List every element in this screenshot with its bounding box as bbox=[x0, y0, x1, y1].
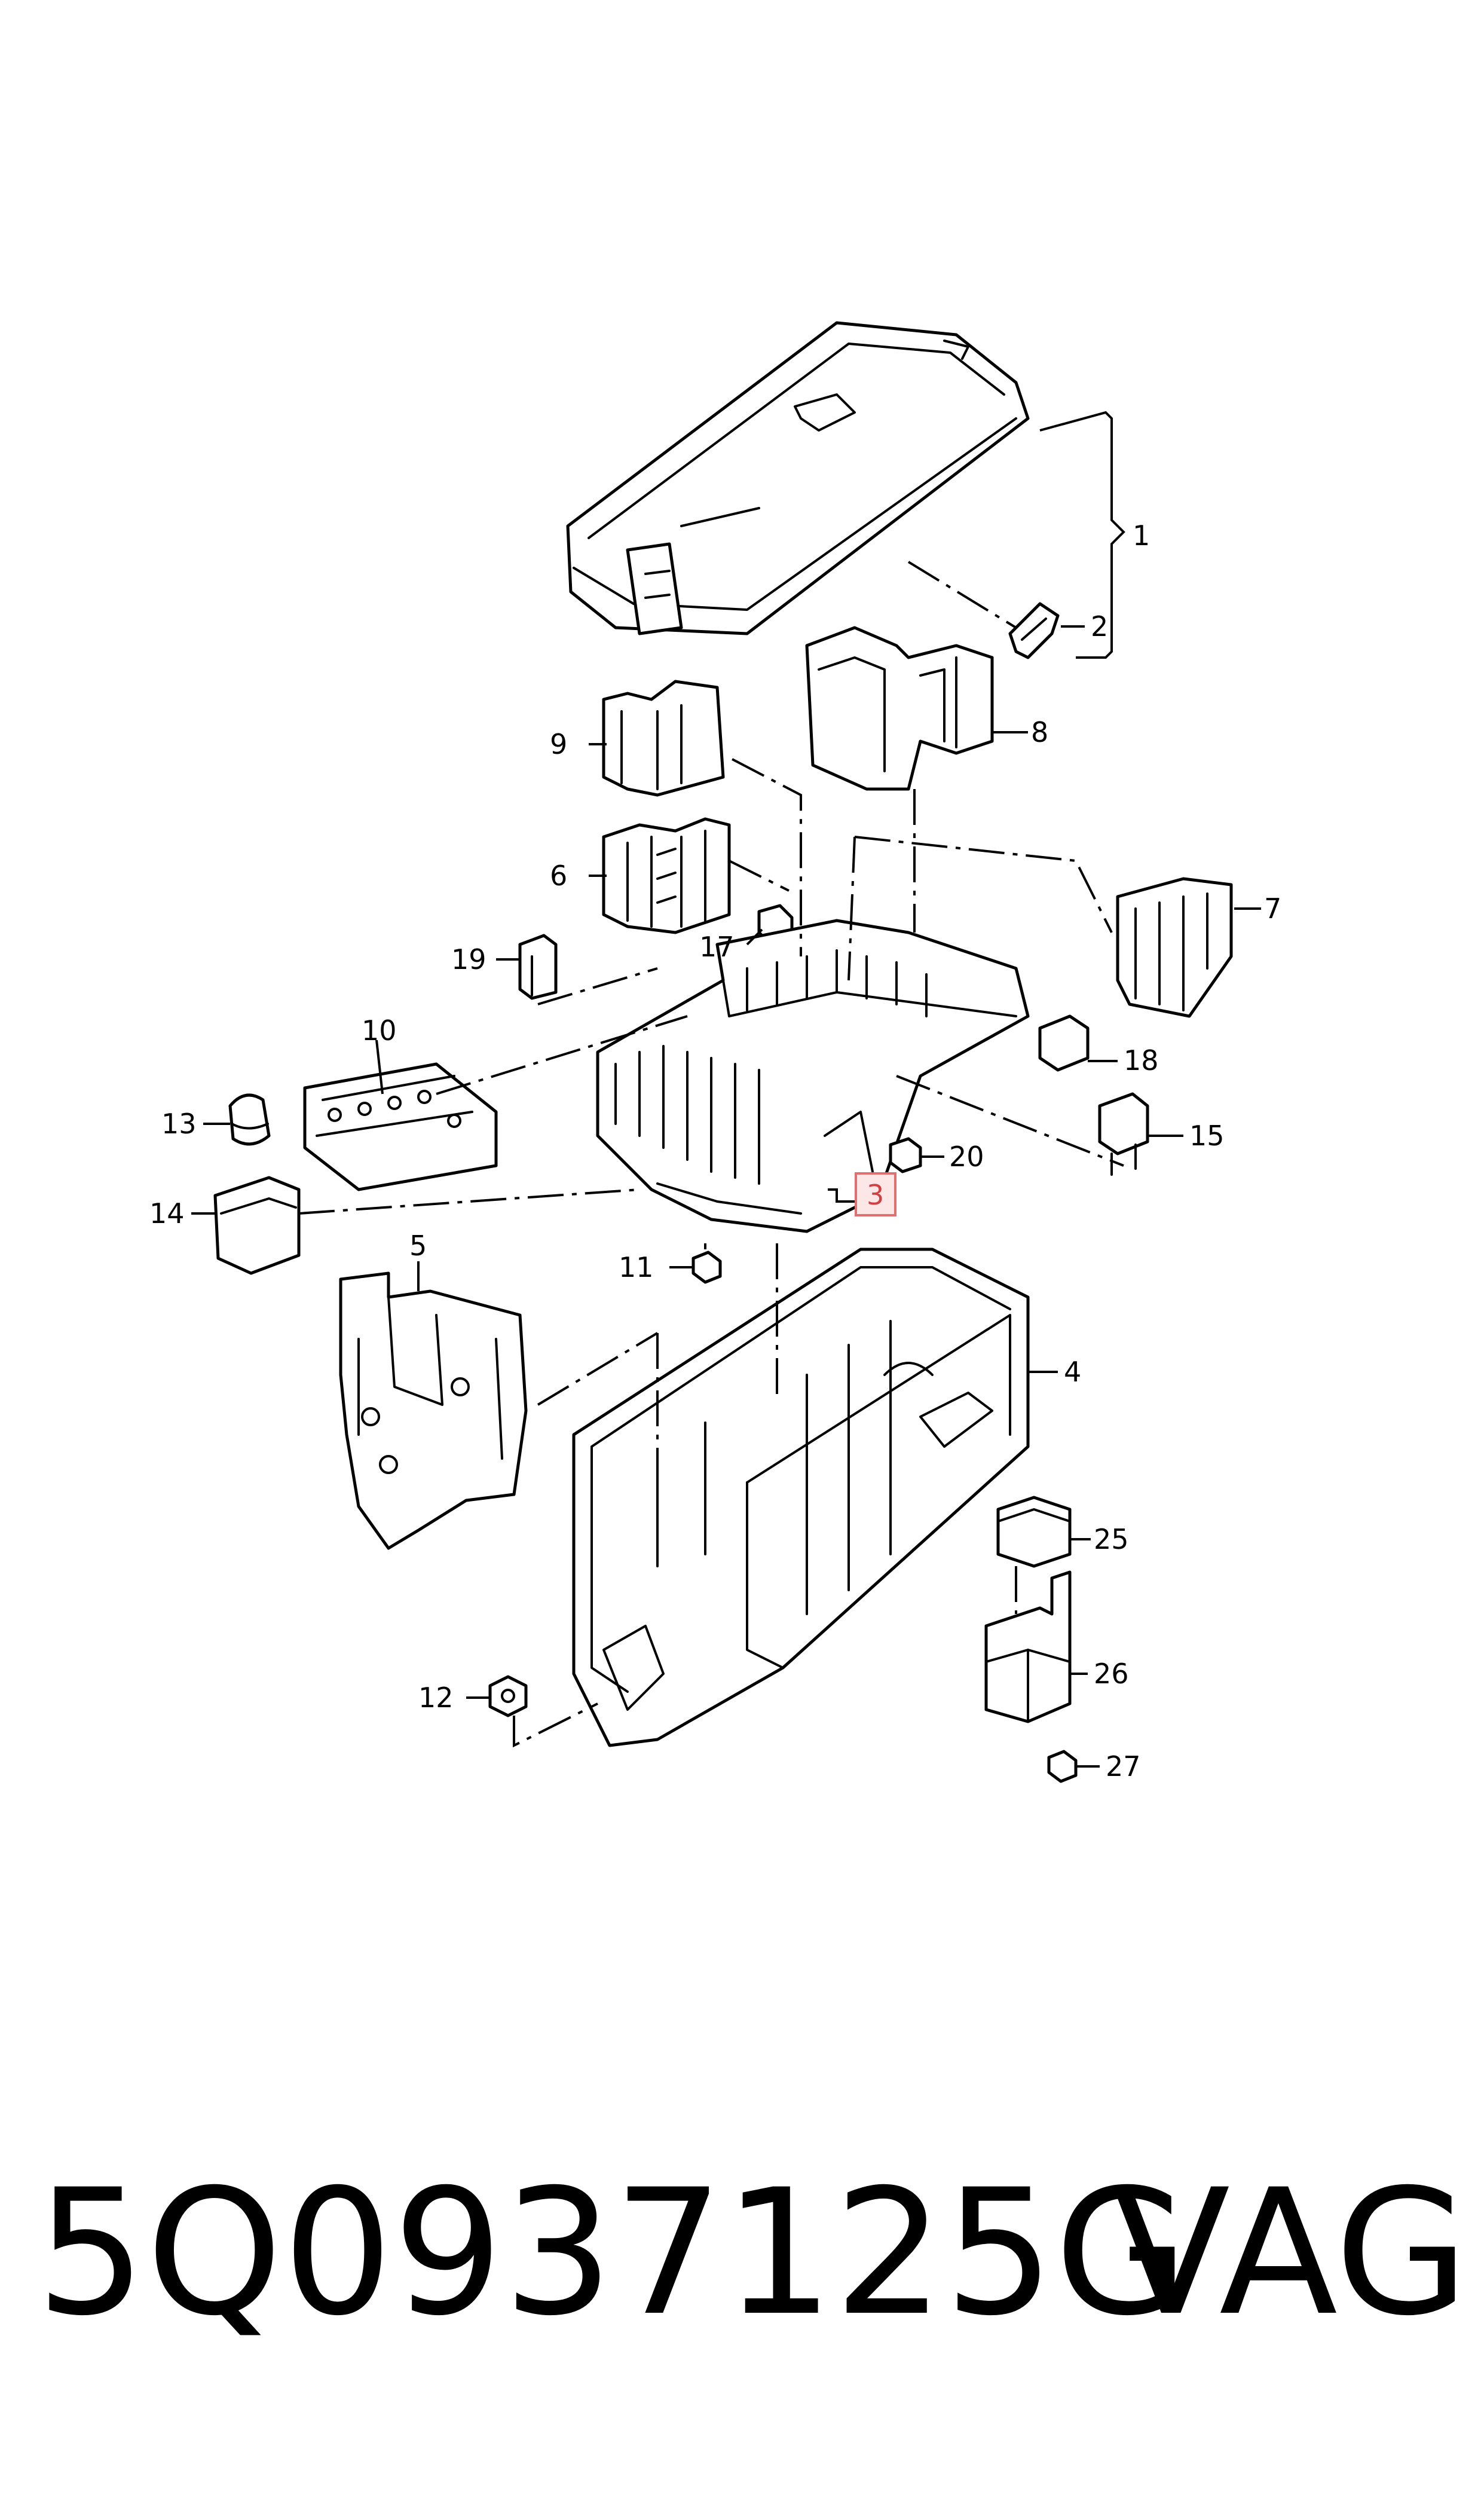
footer: 5Q0937125G VAG bbox=[36, 2153, 1469, 2354]
callout-1: 1 bbox=[1133, 519, 1150, 552]
callout-19: 19 bbox=[451, 943, 486, 976]
relay-26 bbox=[984, 1570, 1072, 1723]
fuse-holder-9 bbox=[602, 680, 725, 797]
callout-17: 17 bbox=[699, 931, 735, 963]
relay-25 bbox=[996, 1496, 1072, 1568]
fuse-holder-6 bbox=[602, 817, 731, 934]
callout-20: 20 bbox=[949, 1141, 984, 1173]
cap-13 bbox=[228, 1093, 271, 1146]
callout-18: 18 bbox=[1124, 1044, 1159, 1077]
callout-13: 13 bbox=[161, 1108, 197, 1140]
callout-26: 26 bbox=[1094, 1658, 1129, 1690]
callout-3-highlight: 3 bbox=[855, 1172, 896, 1216]
callout-27: 27 bbox=[1106, 1750, 1141, 1783]
callout-7: 7 bbox=[1264, 892, 1281, 925]
fuse-19 bbox=[518, 934, 558, 1000]
part-number: 5Q0937125G bbox=[36, 2153, 1189, 2354]
brand-name: VAG bbox=[1112, 2153, 1469, 2354]
nut-27 bbox=[1047, 1750, 1078, 1783]
callout-4: 4 bbox=[1064, 1356, 1081, 1388]
fuse-strip-10 bbox=[303, 1062, 498, 1191]
lid-clip bbox=[1008, 602, 1060, 659]
callout-5: 5 bbox=[409, 1230, 427, 1262]
fuse-carrier-3 bbox=[596, 919, 1030, 1233]
callout-25: 25 bbox=[1094, 1523, 1129, 1555]
fuse-15 bbox=[1098, 1092, 1149, 1176]
relay-14 bbox=[213, 1176, 301, 1275]
callout-8: 8 bbox=[1031, 716, 1048, 748]
assembly-lines bbox=[298, 758, 1124, 1748]
callout-11: 11 bbox=[619, 1251, 654, 1283]
exploded-parts-diagram: 1 2 8 9 6 7 17 19 10 18 15 20 13 14 11 5… bbox=[149, 321, 1281, 1783]
fuse-holder-7 bbox=[1116, 877, 1233, 1018]
relay-holder-8 bbox=[805, 626, 994, 791]
callout-2: 2 bbox=[1091, 610, 1108, 643]
callout-14: 14 bbox=[149, 1197, 185, 1230]
callout-labels: 1 2 8 9 6 7 17 19 10 18 15 20 13 14 11 5… bbox=[149, 519, 1281, 1783]
callout-9: 9 bbox=[550, 728, 567, 760]
nut-20 bbox=[889, 1137, 922, 1173]
callout-15: 15 bbox=[1189, 1120, 1225, 1152]
leader-lines bbox=[191, 411, 1261, 1768]
fuse-box-housing-4 bbox=[572, 1248, 1030, 1747]
fuse-box-lid bbox=[566, 321, 1030, 635]
fuse-18 bbox=[1038, 1014, 1090, 1072]
callout-10: 10 bbox=[362, 1014, 397, 1047]
callout-6: 6 bbox=[550, 860, 567, 892]
callout-3: 3 bbox=[867, 1179, 884, 1211]
nut-11 bbox=[691, 1251, 722, 1284]
nut-12 bbox=[488, 1675, 528, 1717]
callout-12: 12 bbox=[418, 1682, 454, 1714]
bracket-5 bbox=[339, 1271, 528, 1550]
